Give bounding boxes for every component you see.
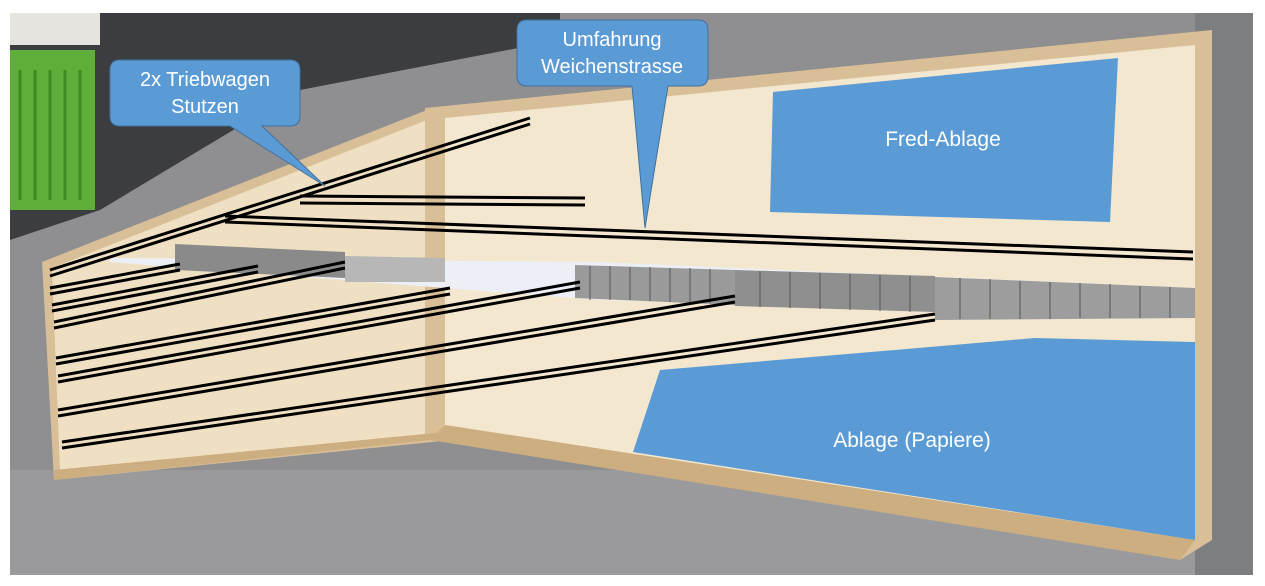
papiere-area <box>633 338 1195 540</box>
track-line <box>224 220 1194 261</box>
track-sleepers <box>589 266 1171 319</box>
track-lines <box>49 116 1194 450</box>
left-board-edge <box>54 432 445 480</box>
left-board-surface <box>52 118 445 470</box>
track-line <box>57 294 736 412</box>
umfahrung-callout-line1: Umfahrung <box>563 29 662 51</box>
track-line <box>61 318 936 450</box>
fred-ablage-label: Fred-Ablage <box>885 128 1001 151</box>
crate-slats <box>18 70 82 200</box>
track-line <box>57 280 581 378</box>
track-line <box>49 268 181 296</box>
track-line <box>299 201 586 207</box>
track-line <box>49 122 531 278</box>
green-crate <box>10 50 95 210</box>
track-line <box>61 312 936 444</box>
umfahrung-callout <box>516 19 709 229</box>
track-line <box>55 292 451 366</box>
white-box <box>10 13 100 45</box>
track-line <box>53 266 346 330</box>
track-line <box>57 300 736 418</box>
fred-ablage-area <box>770 58 1118 222</box>
papiere-label: Ablage (Papiere) <box>833 429 991 452</box>
track-line <box>49 116 531 272</box>
track-line <box>49 262 181 290</box>
track-line <box>299 194 586 200</box>
right-board-edge <box>430 425 1195 560</box>
triebwagen-callout-line1: 2x Triebwagen <box>140 69 270 91</box>
track-line <box>57 286 581 384</box>
track-line <box>51 264 259 307</box>
track-line <box>51 270 259 313</box>
track-line <box>53 260 346 324</box>
umfahrung-callout-line2: Weichenstrasse <box>541 56 683 78</box>
triebwagen-callout <box>109 59 326 187</box>
triebwagen-callout-line2: Stutzen <box>171 96 239 118</box>
track-line <box>224 214 1194 254</box>
track-line <box>55 286 451 360</box>
